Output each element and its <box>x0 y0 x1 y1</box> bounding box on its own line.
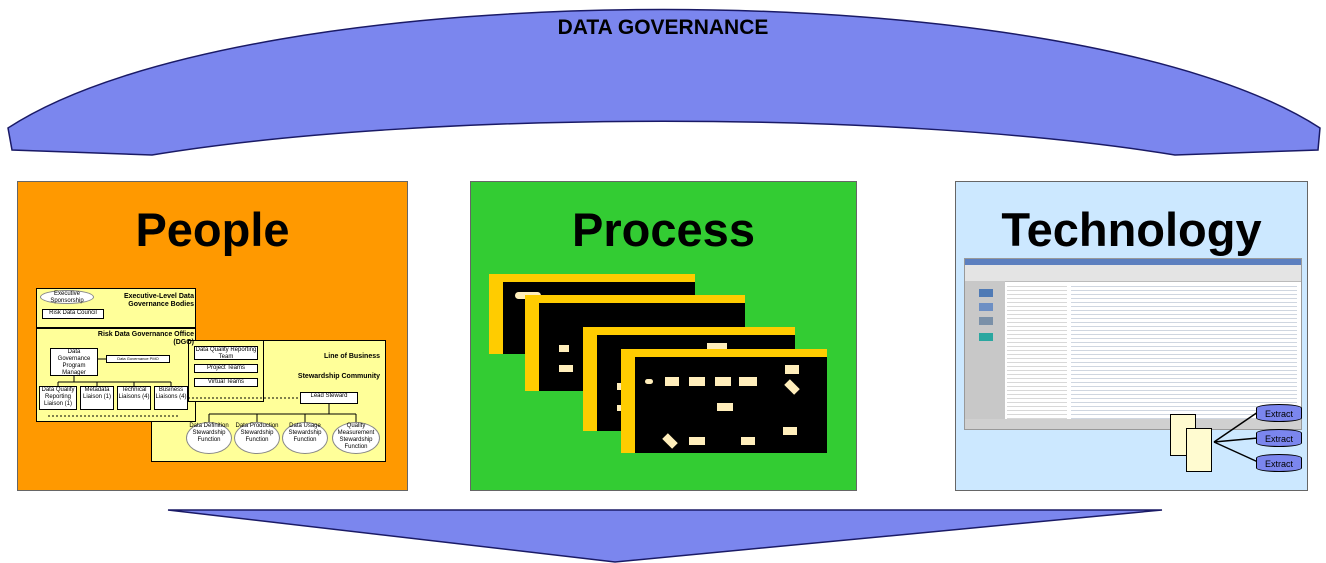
liaison-node: Business Liaisons (4) <box>154 386 188 410</box>
dgo-pmo-node: Data Governance PMO <box>106 355 170 363</box>
extract-db-icon: Extract <box>1256 404 1302 422</box>
risk-council-node: Risk Data Council <box>42 309 104 319</box>
people-title: People <box>135 203 290 256</box>
function-node: Data Definition Stewardship Function <box>186 422 232 454</box>
process-title: Process <box>572 203 755 256</box>
project-teams-node: Project Teams <box>194 364 258 373</box>
virtual-teams-node: Virtual Teams <box>194 378 258 387</box>
lead-steward-node: Lead Steward <box>300 392 358 404</box>
dgo-manager-node: Data Governance Program Manager <box>50 348 98 376</box>
technology-title: Technology <box>1001 203 1262 256</box>
liaison-node: Technical Liaisons (4) <box>117 386 151 410</box>
lob-header: Line of Business <box>323 353 380 360</box>
liaison-node: Data Quality Reporting Liaison (1) <box>39 386 77 410</box>
data-governance-title: DATA GOVERNANCE <box>557 16 769 39</box>
function-node: Data Production Stewardship Function <box>234 422 280 454</box>
extract-db-icon: Extract <box>1256 429 1302 447</box>
function-node: Quality Measurement Stewardship Function <box>332 422 380 454</box>
exec-header: Executive-Level Data Governance Bodies <box>123 293 194 308</box>
app-screenshot <box>964 258 1302 430</box>
org-chart-connectors <box>48 358 357 422</box>
process-screen <box>621 349 827 453</box>
people-panel: People Executive Sponsorship Risk Data C… <box>17 181 408 491</box>
governance-arch <box>7 8 1321 156</box>
dq-team-node: Data Quality Reporting Team <box>194 346 258 360</box>
process-panel: Process <box>470 181 857 491</box>
server-icon <box>1170 414 1212 472</box>
function-node: Data Usage Stewardship Function <box>282 422 328 454</box>
down-arrow <box>167 509 1163 563</box>
extract-db-icon: Extract <box>1256 454 1302 472</box>
dgo-header: Risk Data Governance Office (DGO) <box>97 331 194 346</box>
technology-panel: Technology Extract Extract Extract <box>955 181 1308 491</box>
stewardship-community: Stewardship Community <box>297 373 380 380</box>
extract-connectors <box>1213 411 1259 463</box>
exec-sponsorship-node: Executive Sponsorship <box>40 290 94 304</box>
liaison-node: Metadata Liaison (1) <box>80 386 114 410</box>
